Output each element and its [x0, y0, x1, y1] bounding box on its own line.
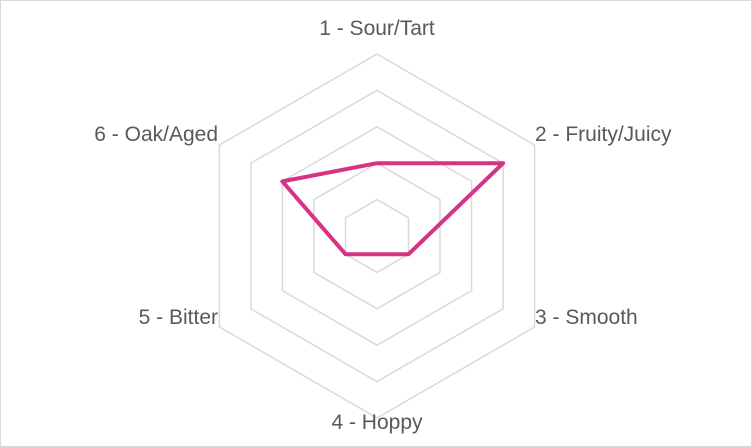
grid-ring-2	[313, 162, 441, 310]
grid-ring-1	[344, 198, 410, 274]
series-point-2	[501, 161, 505, 165]
axis-label-4: 4 - Hoppy	[331, 411, 423, 434]
series-point-3	[407, 252, 410, 256]
axis-label-6: 6 - Oak/Aged	[94, 123, 218, 146]
series-point-6	[280, 179, 284, 183]
axis-label-3: 3 - Smooth	[535, 306, 638, 329]
axis-label-1: 1 - Sour/Tart	[319, 17, 435, 40]
grid-ring-3	[281, 125, 473, 347]
series-point-1	[375, 161, 379, 165]
series-point-4	[375, 252, 379, 256]
axis-labels: 1 - Sour/Tart 2 - Fruity/Juicy 3 - Smoot…	[94, 17, 672, 434]
radar-grid	[218, 53, 536, 419]
grid-ring-5	[218, 53, 536, 419]
axis-label-2: 2 - Fruity/Juicy	[535, 123, 672, 146]
series-point-5	[344, 252, 347, 256]
radar-series	[280, 161, 506, 257]
grid-ring-4	[250, 89, 504, 383]
axis-label-5: 5 - Bitter	[139, 306, 218, 329]
